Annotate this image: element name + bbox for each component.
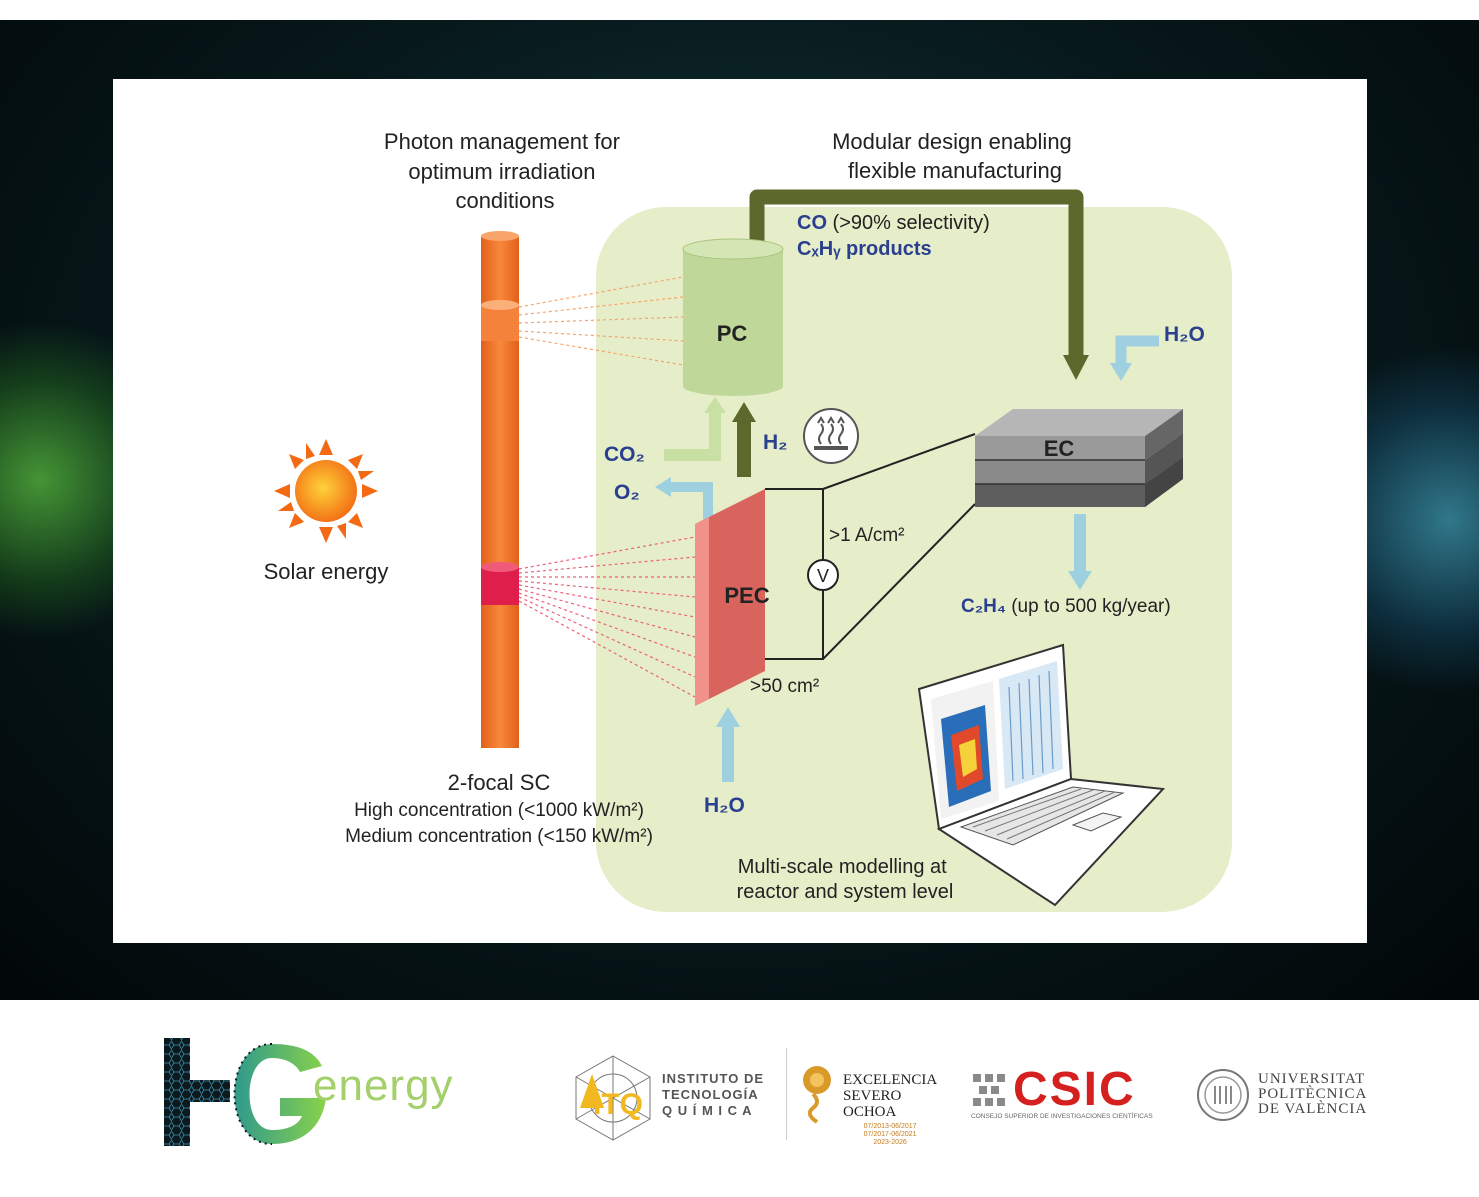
ec-reactor	[975, 409, 1183, 507]
upv-line: POLITÈCNICA	[1258, 1086, 1368, 1102]
system-diagram: Photon management for optimum irradiatio…	[264, 129, 1232, 912]
medium-concentration-label: Medium concentration (<150 kW/m²)	[345, 826, 653, 847]
itq-logo: ITQ	[575, 1055, 651, 1141]
diagram-panel: Photon management for optimum irradiatio…	[113, 79, 1367, 943]
h2o-pec-label: H₂O	[704, 794, 745, 817]
h2o-ec-flow-arrow	[1115, 335, 1159, 365]
modelling-label: Multi-scale modelling at reactor and sys…	[737, 856, 954, 903]
o2-label: O₂	[614, 481, 640, 504]
ec-label: EC	[1044, 436, 1075, 461]
co-selectivity-label: CO (>90% selectivity)	[797, 212, 990, 234]
o2-flow-arrow	[669, 482, 713, 522]
voltmeter-icon	[807, 559, 839, 591]
h2o-ec-flow-arrowhead	[1110, 363, 1132, 381]
itq-name: INSTITUTO DE TECNOLOGÍA Q U Í M I C A	[662, 1071, 764, 1119]
c2h4-flow-arrow	[1074, 514, 1086, 574]
hgenergy-logo-word: energy	[313, 1061, 454, 1110]
pec-label: PEC	[724, 583, 769, 608]
severo-line: EXCELENCIA	[843, 1072, 938, 1088]
high-concentration-label: High concentration (<1000 kW/m²)	[354, 800, 644, 821]
solar-energy-label: Solar energy	[264, 559, 389, 584]
pec-reactor	[695, 489, 765, 706]
solar-concentrator-pipe	[481, 231, 519, 748]
rays-to-pc	[518, 276, 684, 366]
co2-flow-arrow	[664, 411, 721, 461]
voltmeter-label: V	[817, 566, 829, 586]
h2o-pec-flow-arrowhead	[716, 707, 740, 727]
csic-emblem-icon	[973, 1074, 1005, 1106]
csic-subtitle: CONSEJO SUPERIOR DE INVESTIGACIONES CIEN…	[971, 1113, 1153, 1120]
h2o-ec-label: H₂O	[1164, 323, 1205, 346]
cxhy-products-label: CₓHᵧ products	[797, 238, 932, 260]
itq-line: Q U Í M I C A	[662, 1103, 753, 1118]
o2-flow-arrowhead	[655, 477, 671, 497]
h2-flow-arrowhead	[732, 402, 756, 422]
severo-ochoa-icon	[803, 1066, 831, 1124]
heat-storage-icon	[803, 408, 859, 464]
severo-line: OCHOA	[843, 1104, 897, 1120]
itq-line: INSTITUTO DE	[662, 1071, 765, 1086]
c2h4-production-label: C₂H₄ (up to 500 kg/year)	[961, 596, 1171, 617]
h2-flow-arrow	[737, 419, 751, 477]
electrical-circuit	[765, 433, 976, 660]
severo-dates: 07/2013-06/2017 07/2017-06/2021 2023-202…	[843, 1123, 937, 1147]
product-flow-arrowhead	[1063, 355, 1089, 380]
upv-line: UNIVERSITAT	[1258, 1071, 1366, 1087]
hgenergy-logo: energy	[164, 1038, 454, 1146]
severo-date: 07/2017-06/2021	[863, 1131, 917, 1138]
sun-icon	[274, 439, 378, 543]
logo-divider	[786, 1048, 787, 1140]
upv-line: DE VALÈNCIA	[1258, 1101, 1368, 1117]
modular-design-label: Modular design enabling flexible manufac…	[832, 129, 1078, 183]
h2o-pec-flow-arrow	[722, 724, 734, 782]
severo-line: SEVERO	[843, 1088, 902, 1104]
rays-to-pec	[518, 536, 696, 698]
severo-date: 07/2013-06/2017	[863, 1123, 917, 1130]
csic-logo-word: CSIC	[1013, 1063, 1136, 1116]
laptop-icon	[917, 643, 1166, 907]
current-density-label: >1 A/cm²	[829, 525, 905, 546]
pc-label: PC	[717, 321, 748, 346]
product-flow-arrow	[749, 189, 1084, 357]
co2-label: CO₂	[604, 443, 645, 466]
c2h4-flow-arrowhead	[1068, 571, 1092, 590]
upv-name: UNIVERSITAT POLITÈCNICA DE VALÈNCIA	[1258, 1072, 1367, 1117]
h2-label: H₂	[763, 431, 788, 454]
upv-seal-icon	[1197, 1069, 1249, 1121]
itq-monogram: ITQ	[593, 1088, 643, 1121]
photon-management-label: Photon management for optimum irradiatio…	[384, 129, 626, 213]
pc-reactor	[682, 238, 784, 396]
severo-ochoa-text: EXCELENCIA SEVERO OCHOA 07/2013-06/2017 …	[843, 1072, 937, 1147]
co2-flow-arrowhead	[704, 397, 726, 413]
itq-line: TECNOLOGÍA	[662, 1087, 759, 1102]
severo-date: 2023-2026	[873, 1139, 907, 1146]
electrode-area-label: >50 cm²	[750, 676, 819, 697]
concentrator-title: 2-focal SC	[448, 770, 551, 795]
